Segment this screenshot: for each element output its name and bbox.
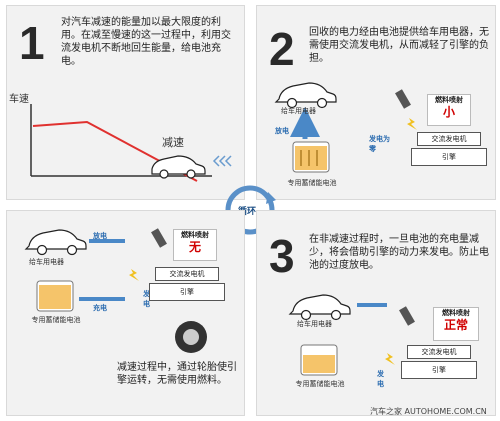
battery-label: 专用蓄储能电池 bbox=[287, 179, 337, 187]
battery-label: 专用蓄储能电池 bbox=[295, 380, 345, 388]
panel-1: 1 对汽车减速的能量加以最大限度的利用。在减至慢速的这一过程中，利用交流发电机不… bbox=[6, 5, 245, 200]
battery-icon bbox=[300, 344, 338, 376]
discharge-label: 放电 bbox=[275, 127, 289, 135]
step-number-3: 3 bbox=[269, 230, 295, 282]
appliance-label: 给车用电器 bbox=[297, 320, 332, 328]
fuel-injection-indicator: 燃料喷射 正常 bbox=[433, 307, 479, 341]
spark-icon bbox=[129, 269, 139, 281]
discharge-label: 放电 bbox=[93, 232, 107, 240]
fuel-injection-title: 燃料喷射 bbox=[442, 309, 470, 317]
appliance-label: 给车用电器 bbox=[29, 258, 64, 266]
panel-3: 3 在非减速过程时，一旦电池的充电量减少，将会借助引擎的动力来发电。防止电池的过… bbox=[256, 210, 496, 416]
panel-2-description: 回收的电力经由电池提供给车用电器，无需使用交流发电机，从而减轻了引擎的负担。 bbox=[309, 27, 489, 64]
injector-icon bbox=[399, 306, 415, 326]
panel-2-diagram bbox=[274, 82, 417, 173]
fuel-injection-value: 小 bbox=[442, 105, 455, 119]
tire-icon bbox=[175, 321, 207, 353]
panel-4-description: 减速过程中，通过轮胎使引擎运转，无需使用燃料。 bbox=[117, 362, 237, 386]
decel-chevrons-icon bbox=[212, 155, 232, 167]
gen-zero-label: 发电为零 bbox=[369, 135, 390, 153]
fuel-injection-title: 燃料喷射 bbox=[181, 231, 209, 239]
cycle-label: 循环 bbox=[238, 207, 257, 217]
speed-axis-label: 车速 bbox=[9, 94, 29, 105]
car-icon bbox=[151, 155, 206, 179]
injector-icon bbox=[395, 89, 411, 109]
appliance-label: 给车用电器 bbox=[281, 107, 316, 115]
gen-label: 发电 bbox=[377, 370, 384, 388]
gen-label: 发电 bbox=[143, 290, 150, 308]
decel-label: 减速 bbox=[162, 136, 184, 149]
panel-2: 2 回收的电力经由电池提供给车用电器，无需使用交流发电机，从而减轻了引擎的负担。… bbox=[256, 5, 496, 200]
car-icon bbox=[24, 229, 87, 256]
spark-icon bbox=[385, 353, 395, 365]
alternator-box: 交流发电机 bbox=[417, 132, 481, 146]
step-number-1: 1 bbox=[19, 17, 45, 69]
engine-box: 引擎 bbox=[411, 148, 487, 166]
panel-4: 放电 充电 给车用电器 专用蓄储能电池 发电 燃料喷射 无 交流发电机 引擎 减… bbox=[6, 210, 245, 416]
step-number-2: 2 bbox=[269, 23, 295, 75]
car-icon bbox=[274, 82, 337, 109]
watermark: 汽车之家 AUTOHOME.COM.CN bbox=[370, 407, 487, 416]
engine-box: 引擎 bbox=[401, 361, 477, 379]
panel-3-diagram bbox=[288, 294, 415, 376]
alternator-box: 交流发电机 bbox=[407, 345, 471, 359]
panel-4-diagram bbox=[24, 228, 207, 353]
alternator-box: 交流发电机 bbox=[155, 267, 219, 281]
injector-icon bbox=[151, 228, 167, 248]
panel-3-description: 在非减速过程时，一旦电池的充电量减少，将会借助引擎的动力来发电。防止电池的过度放… bbox=[309, 234, 489, 271]
speed-graph bbox=[30, 104, 232, 182]
spark-icon bbox=[407, 118, 417, 130]
fuel-injection-title: 燃料喷射 bbox=[435, 96, 463, 104]
fuel-injection-value: 无 bbox=[188, 240, 201, 254]
panel-1-description: 对汽车减速的能量加以最大限度的利用。在减至慢速的这一过程中，利用交流发电机不断地… bbox=[61, 17, 231, 67]
charge-label: 充电 bbox=[93, 304, 107, 312]
fuel-injection-indicator: 燃料喷射 无 bbox=[173, 229, 217, 261]
fuel-injection-indicator: 燃料喷射 小 bbox=[427, 94, 471, 126]
engine-box: 引擎 bbox=[149, 283, 225, 301]
car-icon bbox=[288, 294, 351, 321]
fuel-injection-value: 正常 bbox=[443, 318, 468, 332]
battery-icon bbox=[292, 141, 330, 173]
battery-icon bbox=[36, 280, 74, 312]
battery-label: 专用蓄储能电池 bbox=[31, 316, 81, 324]
